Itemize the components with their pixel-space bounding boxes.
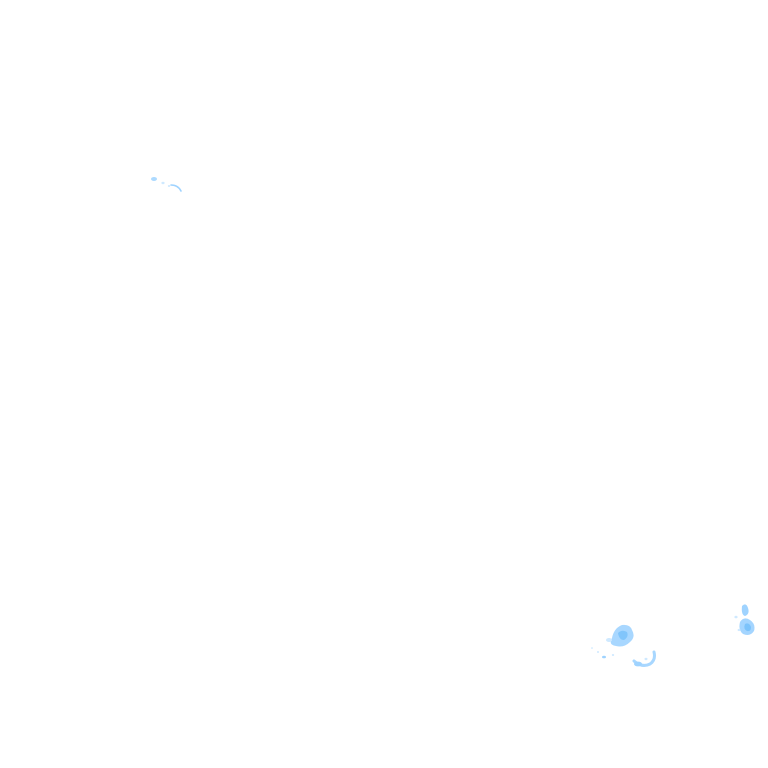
- precip-cell-southeast-main: [591, 624, 634, 659]
- precip-cell-east-edge: [734, 604, 755, 635]
- precip-cell-northwest: [151, 177, 182, 192]
- precip-cell-southeast-trailing: [632, 650, 656, 667]
